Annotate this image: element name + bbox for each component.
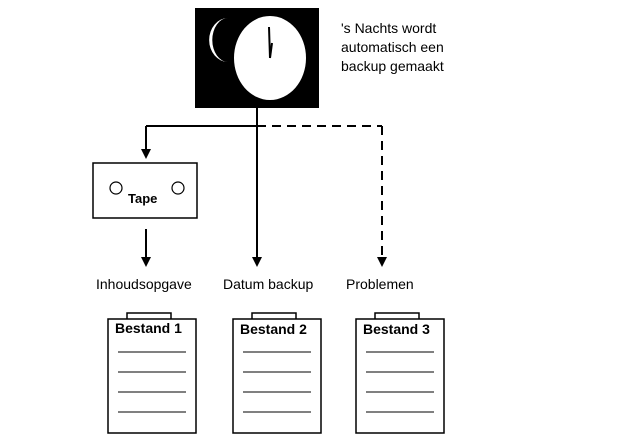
tape-label: Tape (128, 191, 158, 206)
tape-reel-right (171, 181, 185, 195)
moon-and-clock-icon (195, 8, 319, 108)
clipboard-document-icon (107, 312, 197, 434)
clock-note-line-3: backup gemaakt (341, 58, 444, 74)
file-icons (107, 312, 445, 434)
caption-problemen: Problemen (346, 276, 414, 292)
file-title-bestand-1: Bestand 1 (115, 320, 182, 336)
file-title-bestand-2: Bestand 2 (240, 321, 307, 337)
clock-note-line-2: automatisch een (341, 39, 444, 55)
clock-note-line-1: 's Nachts wordt (341, 20, 437, 36)
caption-datum-backup: Datum backup (223, 276, 314, 292)
tape-cassette-icon (92, 162, 198, 219)
flow-lines (141, 108, 387, 267)
clipboard-document-icon (355, 312, 445, 434)
moon-icon (209, 18, 228, 62)
clock-minute-hand (269, 42, 273, 59)
file-title-bestand-3: Bestand 3 (363, 321, 430, 337)
tape-reel-left (109, 181, 123, 195)
clipboard-document-icon (232, 312, 322, 434)
clock-note: 's Nachts wordt automatisch een backup g… (341, 19, 444, 76)
caption-inhoudsopgave: Inhoudsopgave (96, 276, 192, 292)
